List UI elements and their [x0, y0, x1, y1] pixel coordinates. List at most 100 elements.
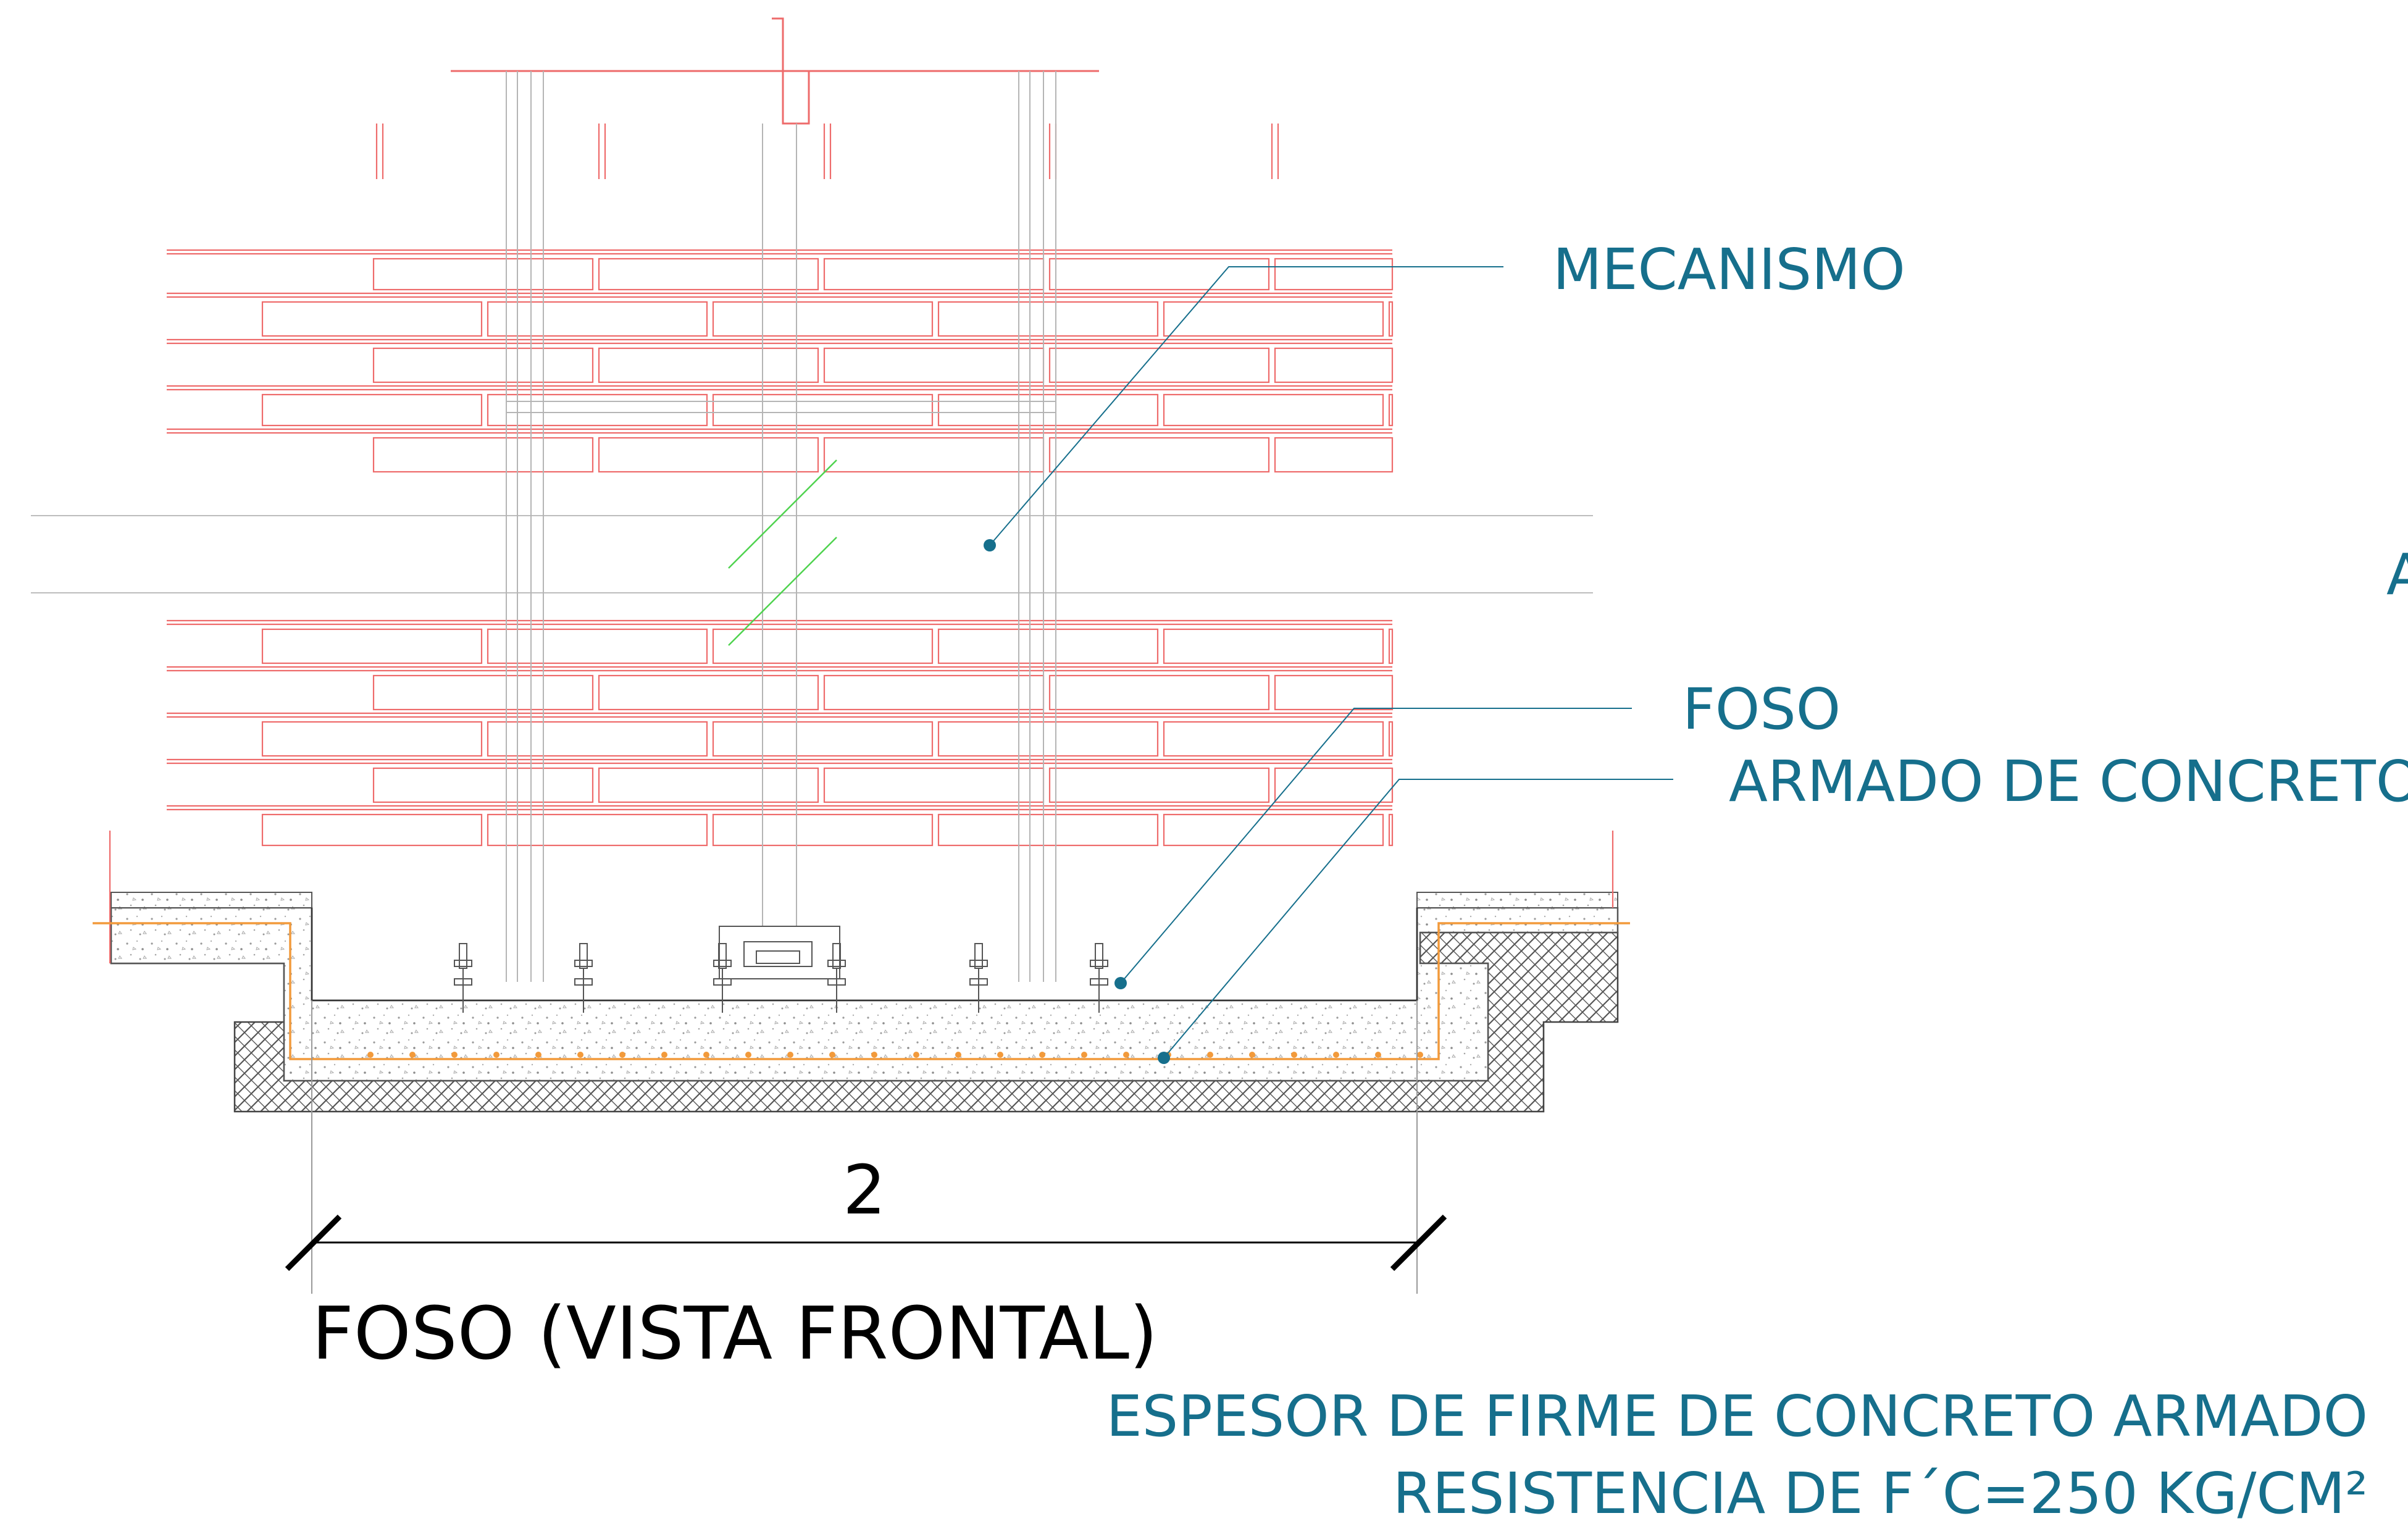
brick — [1048, 258, 1270, 291]
brick — [712, 813, 934, 847]
brick — [487, 628, 708, 664]
anchor-bolt — [574, 943, 593, 1013]
brick — [1274, 347, 1394, 383]
dimension-line — [285, 1000, 1447, 1294]
brick — [487, 393, 708, 427]
label-armado-concreto: ARMADO DE CONCRETO — [1729, 748, 2408, 815]
anchor-bolt — [454, 943, 472, 1013]
anchor-bolt — [969, 943, 988, 1013]
rebar-dot — [1081, 1052, 1087, 1058]
label-foso: FOSO — [1683, 676, 1841, 742]
rebar-dot — [913, 1052, 919, 1058]
brick — [487, 721, 708, 757]
rebar-dot — [1207, 1052, 1213, 1058]
rebar-dot — [955, 1052, 961, 1058]
rebar-dot — [1291, 1052, 1297, 1058]
pit-concrete — [110, 907, 1619, 1082]
brick — [712, 393, 934, 427]
brick — [598, 437, 819, 473]
rebar-dot — [493, 1052, 500, 1058]
brick-course — [167, 666, 1394, 711]
brick — [1388, 628, 1394, 664]
brick-course — [167, 249, 1394, 291]
break-line-symbol — [728, 459, 837, 646]
brick — [937, 721, 1159, 757]
brick — [372, 258, 594, 291]
brick-course — [167, 619, 1394, 664]
brick — [261, 301, 483, 337]
brick — [372, 437, 594, 473]
rebar-dot — [745, 1052, 751, 1058]
brick — [823, 674, 1045, 711]
brick-course — [167, 338, 1394, 383]
rebar-dot — [451, 1052, 458, 1058]
concrete-pit — [93, 831, 1630, 1113]
brick — [261, 628, 483, 664]
rebar-dots — [367, 1052, 1423, 1058]
brick — [1163, 721, 1384, 757]
brick-course — [167, 758, 1394, 803]
rebar-dot — [829, 1052, 835, 1058]
brick — [1274, 767, 1394, 803]
note-line-1: ESPESOR DE FIRME DE CONCRETO ARMADO — [1106, 1383, 2368, 1449]
rebar-dot — [367, 1052, 374, 1058]
brick — [1274, 674, 1394, 711]
brick — [823, 767, 1045, 803]
brick — [823, 258, 1045, 291]
brick — [1048, 674, 1270, 711]
brick — [712, 628, 934, 664]
brick-course — [167, 385, 1394, 427]
brick — [712, 301, 934, 337]
mechanism-guide-rails — [451, 17, 1099, 982]
brick — [937, 393, 1159, 427]
anchor-bolt — [1090, 943, 1108, 1013]
rebar-dot — [1039, 1052, 1045, 1058]
rebar-dot — [1123, 1052, 1129, 1058]
brick — [1163, 628, 1384, 664]
brick — [1388, 813, 1394, 847]
brick-course — [167, 712, 1394, 757]
dimension-value: 2 — [843, 1150, 886, 1230]
drawing-title: FOSO (VISTA FRONTAL) — [312, 1291, 1158, 1376]
brick — [1163, 393, 1384, 427]
brick — [598, 767, 819, 803]
rebar-dot — [619, 1052, 625, 1058]
brick — [1163, 813, 1384, 847]
brick — [1388, 393, 1394, 427]
label-cut-off: A — [2386, 542, 2408, 608]
brick — [937, 813, 1159, 847]
rebar-dot — [1417, 1052, 1423, 1058]
brick — [1048, 437, 1270, 473]
right-finish-strip — [1416, 892, 1618, 908]
brick — [1048, 767, 1270, 803]
brick — [823, 437, 1045, 473]
buffer-block — [719, 926, 840, 979]
brick — [1388, 301, 1394, 337]
brick — [937, 301, 1159, 337]
brick — [487, 813, 708, 847]
rebar-dot — [871, 1052, 877, 1058]
brick — [937, 628, 1159, 664]
rebar-dot — [1249, 1052, 1255, 1058]
wall-break-band — [31, 515, 1593, 593]
rebar-dot — [409, 1052, 416, 1058]
brick — [1163, 301, 1384, 337]
brick — [598, 347, 819, 383]
brick — [598, 674, 819, 711]
brick — [598, 258, 819, 291]
brick — [1274, 437, 1394, 473]
brick-wall — [167, 124, 1394, 847]
rebar-dot — [535, 1052, 541, 1058]
label-mecanismo: MECANISMO — [1553, 237, 1905, 303]
brick — [823, 347, 1045, 383]
rebar-dot — [577, 1052, 583, 1058]
leader-lines — [989, 266, 1673, 1058]
rebar-dot — [1375, 1052, 1381, 1058]
rebar-dot — [661, 1052, 667, 1058]
brick — [1274, 258, 1394, 291]
rebar-dot — [997, 1052, 1003, 1058]
brick — [261, 813, 483, 847]
brick — [372, 347, 594, 383]
brick-course — [167, 805, 1394, 847]
